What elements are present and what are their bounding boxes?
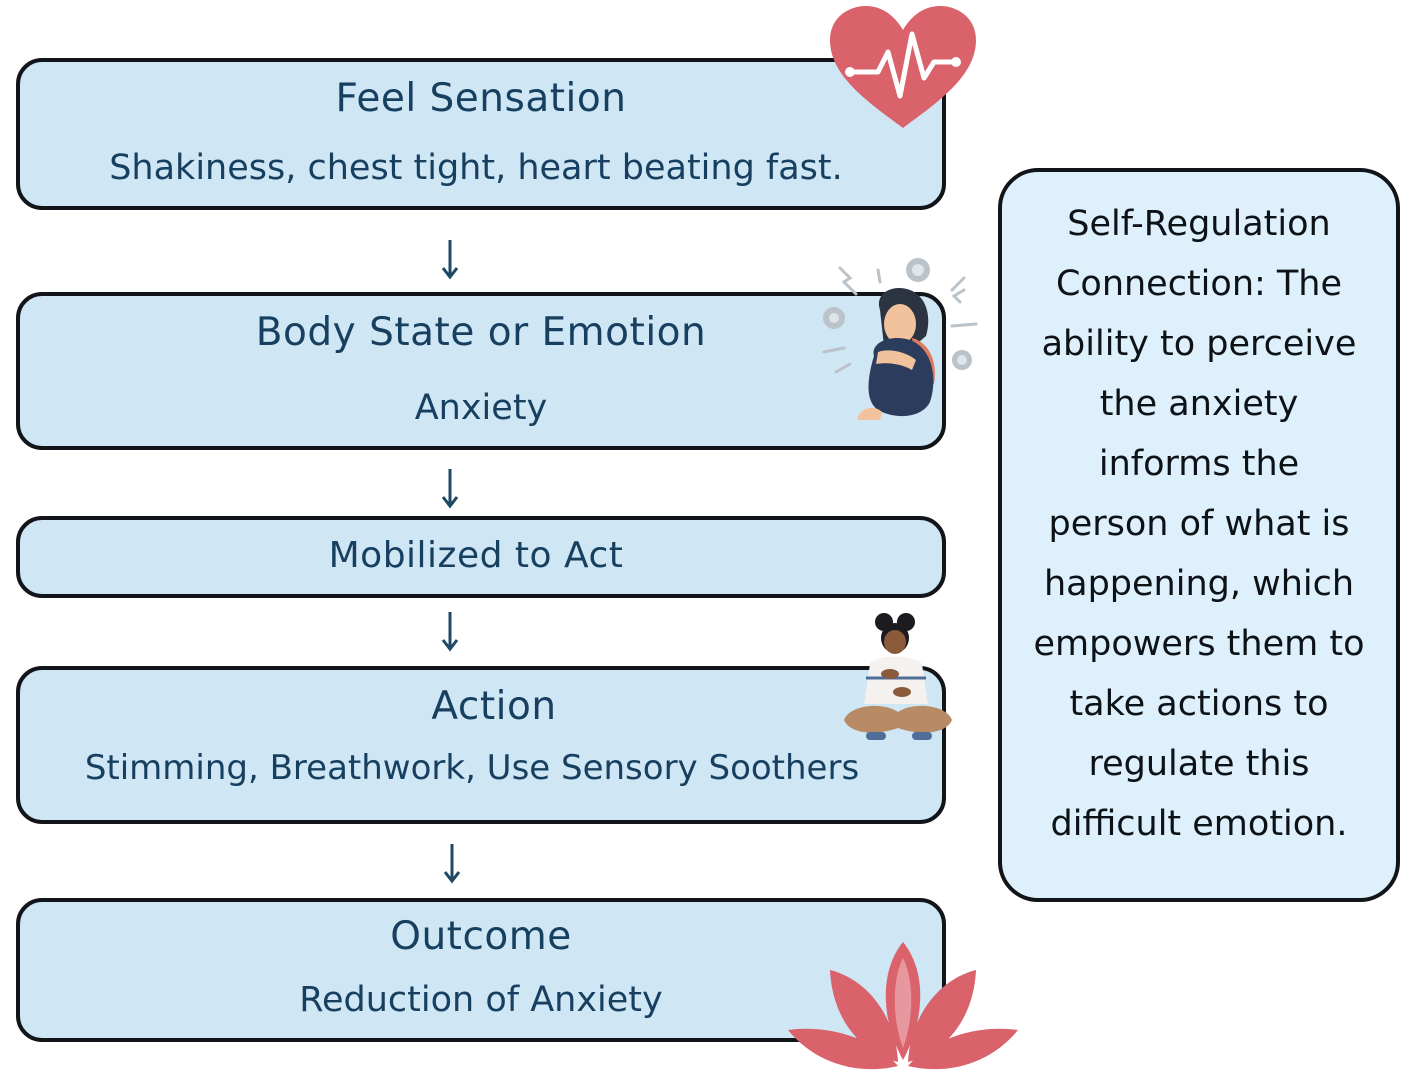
note-line: informs the xyxy=(1098,444,1300,484)
note-line: person of what is xyxy=(1048,504,1350,544)
meditating-person-icon xyxy=(844,613,952,740)
step-body-state: Body State or Emotion Anxiety xyxy=(16,292,946,450)
step-title: Mobilized to Act xyxy=(328,535,624,576)
note-line: happening, which xyxy=(1043,564,1355,604)
step-detail: Shakiness, chest tight, heart beating fa… xyxy=(109,148,843,188)
note-line: Self-Regulation xyxy=(1067,204,1331,244)
note-line: difficult emotion. xyxy=(1050,804,1348,844)
arrow-down-icon xyxy=(443,844,461,884)
step-title: Outcome xyxy=(390,914,572,959)
arrow-down-icon xyxy=(441,612,459,652)
lotus-icon xyxy=(788,942,1018,1070)
step-action: Action Stimming, Breathwork, Use Sensory… xyxy=(16,666,946,824)
note-line: regulate this xyxy=(1088,744,1310,784)
note-line: ability to perceive xyxy=(1041,324,1357,364)
step-title: Feel Sensation xyxy=(335,76,627,121)
anxious-person-icon xyxy=(822,258,978,420)
heartbeat-icon xyxy=(830,6,976,128)
note-line: the anxiety xyxy=(1099,384,1299,424)
step-title: Body State or Emotion xyxy=(255,310,707,355)
step-title: Action xyxy=(431,684,557,729)
note-line: empowers them to xyxy=(1033,624,1365,664)
note-line: take actions to xyxy=(1069,684,1329,724)
step-mobilized: Mobilized to Act xyxy=(16,516,946,598)
step-detail: Reduction of Anxiety xyxy=(299,980,663,1020)
step-detail: Anxiety xyxy=(414,388,548,428)
arrow-down-icon xyxy=(441,240,459,280)
step-feel-sensation: Feel Sensation Shakiness, chest tight, h… xyxy=(16,58,946,210)
note-line: Connection: The xyxy=(1055,264,1343,304)
self-regulation-note: Self-Regulation Connection: The ability … xyxy=(998,168,1400,902)
arrow-down-icon xyxy=(441,469,459,509)
step-outcome: Outcome Reduction of Anxiety xyxy=(16,898,946,1042)
step-detail: Stimming, Breathwork, Use Sensory Soothe… xyxy=(84,748,860,788)
